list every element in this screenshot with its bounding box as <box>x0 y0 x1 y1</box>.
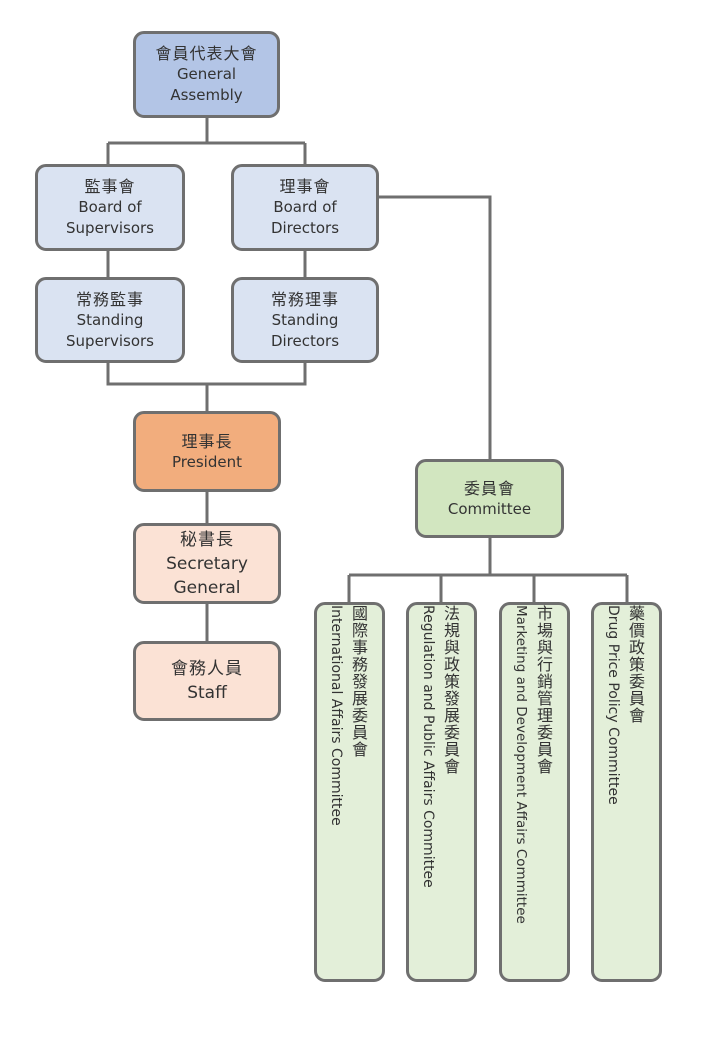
standing-supervisors-en-line2: Supervisors <box>66 331 154 350</box>
committee-box: 委員會 Committee <box>415 459 564 538</box>
general-assembly-zh: 會員代表大會 <box>155 44 258 63</box>
standing-directors-box: 常務理事 Standing Directors <box>231 277 379 363</box>
standing-directors-en-line2: Directors <box>270 331 340 350</box>
general-assembly-en-line1: General <box>176 65 237 83</box>
board-of-directors-box: 理事會 Board of Directors <box>231 164 379 251</box>
sub-committee-box: 法規與政策發展委員會 Regulation and Public Affairs… <box>406 602 477 982</box>
sub-committee-zh: 藥價政策委員會 <box>626 605 645 724</box>
sub-committee-zh: 國際事務發展委員會 <box>349 605 368 758</box>
president-zh: 理事長 <box>181 431 233 451</box>
secretary-general-zh: 秘書長 <box>180 529 234 550</box>
standing-directors-en-line1: Standing <box>271 310 339 329</box>
board-of-supervisors-zh: 監事會 <box>84 177 136 196</box>
sub-committee-box: 市場與行銷管理委員會 Marketing and Development Aff… <box>499 602 570 982</box>
general-assembly-box: 會員代表大會 General Assembly <box>133 31 280 118</box>
board-of-supervisors-en-line1: Board of <box>78 198 142 216</box>
board-of-directors-en-line2: Directors <box>270 219 340 237</box>
secretary-general-box: 秘書長 Secretary General <box>133 523 281 604</box>
connector-standing-president <box>106 363 307 411</box>
committee-zh: 委員會 <box>463 478 515 498</box>
standing-supervisors-zh: 常務監事 <box>75 289 144 309</box>
sub-committee-box: 國際事務發展委員會 International Affairs Committe… <box>314 602 385 982</box>
secretary-general-en-line1: Secretary <box>166 553 248 574</box>
connector-directors-committee <box>379 195 492 459</box>
president-en: President <box>172 452 242 471</box>
board-of-directors-zh: 理事會 <box>279 177 331 196</box>
board-of-directors-en-line1: Board of <box>273 198 337 216</box>
staff-zh: 會務人員 <box>171 659 243 679</box>
sub-committee-en: Marketing and Development Affairs Commit… <box>513 605 529 924</box>
general-assembly-en-line2: Assembly <box>170 86 243 104</box>
committee-en: Committee <box>447 499 532 518</box>
board-of-supervisors-en-line2: Supervisors <box>66 219 154 237</box>
sub-committee-zh: 市場與行銷管理委員會 <box>534 605 553 775</box>
sub-committee-en: Drug Price Policy Committee <box>605 605 621 805</box>
standing-supervisors-box: 常務監事 Standing Supervisors <box>35 277 185 363</box>
staff-en: Staff <box>187 683 227 703</box>
connector-assembly-boards <box>106 118 307 164</box>
standing-directors-zh: 常務理事 <box>270 289 339 309</box>
secretary-general-en-line2: General <box>173 577 241 598</box>
staff-box: 會務人員 Staff <box>133 641 281 721</box>
president-box: 理事長 President <box>133 411 281 492</box>
sub-committee-box: 藥價政策委員會 Drug Price Policy Committee <box>591 602 662 982</box>
sub-committee-en: International Affairs Committee <box>328 605 344 826</box>
board-of-supervisors-box: 監事會 Board of Supervisors <box>35 164 185 251</box>
sub-committee-en: Regulation and Public Affairs Committee <box>420 605 436 888</box>
standing-supervisors-en-line1: Standing <box>76 310 144 329</box>
connector-committee-subs <box>347 538 629 602</box>
sub-committee-zh: 法規與政策發展委員會 <box>441 605 460 775</box>
